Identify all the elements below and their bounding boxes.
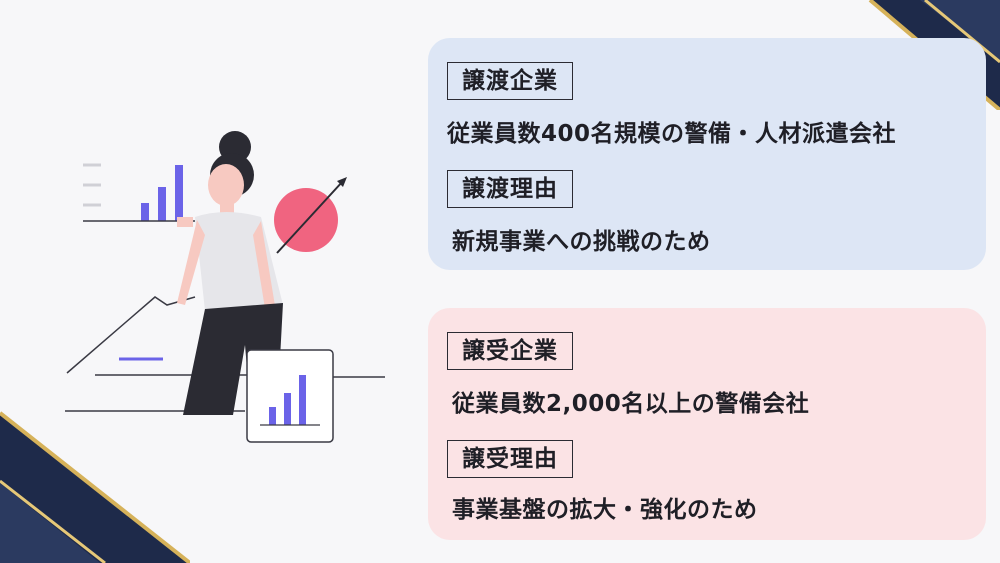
transferee-label: 譲受企業 [447,332,573,370]
trend-arrow-icon [276,177,347,254]
transferor-company: 従業員数400名規模の警備・人材派遣会社 [447,121,897,147]
line-graph-icon [66,296,196,374]
woman-figure [177,131,283,415]
acquisition-reason: 事業基盤の拡大・強化のため [452,497,758,523]
transferor-label: 譲渡企業 [447,62,573,100]
transferee-company: 従業員数2,000名以上の警備会社 [452,391,810,417]
transfer-reason: 新規事業への挑戦のため [452,229,711,255]
transfer-reason-label: 譲渡理由 [447,170,573,208]
bar-chart-icon [83,163,195,222]
transferor-card [428,38,986,270]
chart-card-icon [246,349,334,443]
bottom-left-corner-decoration [0,411,190,563]
acquisition-reason-label: 譲受理由 [447,440,573,478]
woman-presenting-charts-illustration [65,131,385,443]
transferee-card [428,308,986,540]
